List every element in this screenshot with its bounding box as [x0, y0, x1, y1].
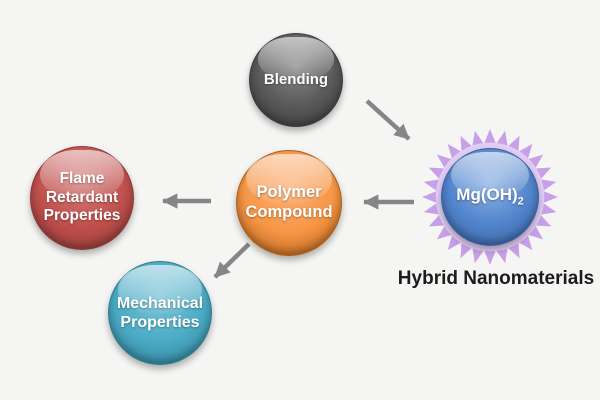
node-flame-retardant-properties-label: Flame Retardant Properties [43, 170, 121, 225]
caption-hybrid-nanomaterials: Hybrid Nanomaterials [397, 268, 595, 289]
node-flame-retardant-properties: Flame Retardant Properties [30, 146, 134, 250]
node-mechanical-properties: Mechanical Properties [108, 261, 212, 365]
node-blending: Blending [249, 33, 343, 127]
node-mgoh2-label-subscript: 2 [517, 195, 524, 208]
node-polymer-compound: Polymer Compound [236, 150, 342, 256]
node-blending-label: Blending [263, 71, 329, 88]
node-mgoh2-label-main: Mg(OH) [456, 185, 518, 205]
node-polymer-compound-label: Polymer Compound [245, 183, 333, 221]
node-mgoh2: Mg(OH)2 [441, 148, 539, 246]
arrow-blending-to-mgoh [365, 99, 411, 141]
node-mechanical-properties-label: Mechanical Properties [116, 294, 204, 331]
node-mgoh2-label: Mg(OH)2 [456, 185, 523, 208]
arrow-polymer-to-mechanical [213, 242, 251, 279]
